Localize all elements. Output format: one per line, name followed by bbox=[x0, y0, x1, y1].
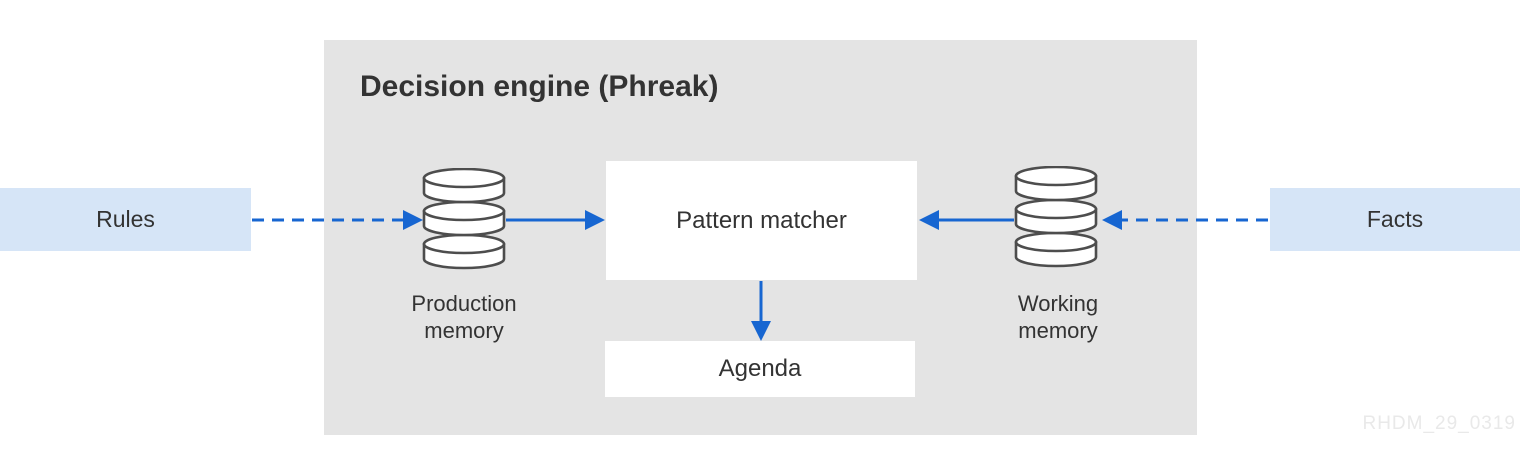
database-icon bbox=[1014, 166, 1098, 268]
node-agenda-label: Agenda bbox=[718, 355, 802, 382]
node-pattern-matcher-label: Pattern matcher bbox=[676, 206, 847, 234]
node-rules: Rules bbox=[0, 188, 251, 251]
node-production-memory-label: Production memory bbox=[411, 291, 517, 343]
diagram-title: Decision engine (Phreak) bbox=[360, 70, 719, 103]
node-working-memory-label: Working memory bbox=[1017, 291, 1099, 343]
node-agenda: Agenda bbox=[605, 341, 915, 397]
node-pattern-matcher: Pattern matcher bbox=[606, 161, 917, 280]
node-rules-label: Rules bbox=[96, 206, 155, 232]
database-icon bbox=[422, 168, 506, 270]
watermark-label: RHDM_29_0319 bbox=[1362, 413, 1516, 434]
node-facts: Facts bbox=[1270, 188, 1520, 251]
node-facts-label: Facts bbox=[1366, 206, 1424, 232]
